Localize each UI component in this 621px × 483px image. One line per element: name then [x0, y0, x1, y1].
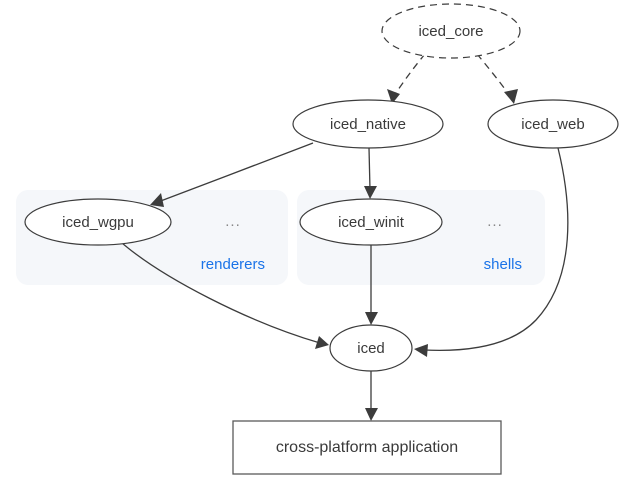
- edge-winit-to-iced: [365, 245, 378, 325]
- edge-iced-to-app: [365, 371, 378, 421]
- edge-core-to-native-line: [393, 53, 426, 97]
- edge-web-to-iced-arrow: [414, 344, 428, 357]
- shells-more-ellipsis: ...: [487, 213, 503, 230]
- edge-wgpu-to-iced-line: [121, 242, 321, 344]
- edge-web-to-iced: [414, 147, 569, 357]
- node-iced-web-label: iced_web: [521, 116, 584, 133]
- renderers-more-ellipsis: ...: [225, 213, 241, 230]
- edge-web-to-iced-line: [423, 147, 569, 351]
- node-iced-winit[interactable]: iced_winit: [299, 198, 443, 246]
- edge-native-to-winit-line: [368, 147, 371, 191]
- edge-core-to-native-arrow: [387, 89, 400, 104]
- node-iced-label: iced: [357, 340, 385, 357]
- node-iced-native-shape[interactable]: [292, 99, 444, 149]
- node-iced-wgpu-label: iced_wgpu: [62, 214, 134, 231]
- node-iced-winit-label: iced_winit: [338, 214, 405, 231]
- edge-core-to-web: [476, 53, 518, 104]
- edge-wgpu-to-iced: [121, 242, 329, 349]
- node-iced-core-label: iced_core: [418, 23, 483, 40]
- node-iced-core-shape[interactable]: [381, 3, 521, 59]
- edge-native-to-winit: [364, 147, 377, 199]
- node-iced-core[interactable]: iced_core: [381, 3, 521, 59]
- edge-native-to-wgpu-line: [157, 142, 314, 203]
- edge-iced-to-app-arrow: [365, 408, 378, 421]
- edge-core-to-native: [387, 53, 426, 104]
- node-cross-platform-application-shape[interactable]: [232, 420, 502, 475]
- edge-winit-to-iced-arrow: [365, 312, 378, 325]
- node-iced-native-label: iced_native: [330, 116, 406, 133]
- node-cross-platform-application[interactable]: cross-platform application: [232, 420, 502, 475]
- node-iced-web-shape[interactable]: [487, 99, 619, 149]
- edge-wgpu-to-iced-arrow: [315, 336, 329, 349]
- node-iced-native[interactable]: iced_native: [292, 99, 444, 149]
- node-iced-winit-shape[interactable]: [299, 198, 443, 246]
- node-iced[interactable]: iced: [329, 324, 413, 372]
- node-iced-wgpu[interactable]: iced_wgpu: [24, 198, 172, 246]
- cluster-renderers-label: renderers: [201, 256, 265, 273]
- edge-native-to-wgpu-arrow: [150, 193, 164, 207]
- edge-core-to-web-arrow: [504, 89, 518, 104]
- cluster-shells-label: shells: [484, 256, 522, 273]
- edge-native-to-wgpu: [150, 142, 314, 207]
- node-iced-shape[interactable]: [329, 324, 413, 372]
- node-cross-platform-application-label: cross-platform application: [276, 439, 458, 456]
- edge-core-to-web-line: [476, 53, 511, 97]
- node-iced-web[interactable]: iced_web: [487, 99, 619, 149]
- edge-native-to-winit-arrow: [364, 186, 377, 199]
- node-iced-wgpu-shape[interactable]: [24, 198, 172, 246]
